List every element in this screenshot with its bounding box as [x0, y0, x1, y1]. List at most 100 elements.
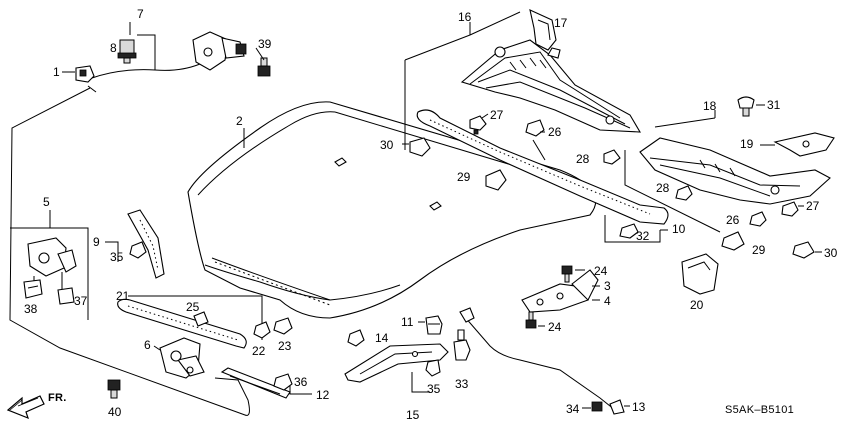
callout-33: 33 — [455, 377, 469, 391]
part-8-grommet — [117, 39, 137, 64]
callout-3: 3 — [604, 279, 611, 293]
part-24-bolt-b — [525, 311, 537, 329]
part-29-clip-b — [721, 231, 745, 251]
callout-29: 29 — [752, 243, 766, 257]
part-28-clip-b — [675, 185, 693, 201]
callout-32: 32 — [636, 229, 650, 243]
part-21-seal — [117, 298, 247, 349]
part-15-bracket — [344, 343, 449, 383]
part-40-bolt — [107, 379, 121, 399]
callout-21: 21 — [116, 289, 130, 303]
part-32-clip — [619, 223, 639, 239]
diagram-code: S5AK–B5101 — [725, 404, 794, 416]
callout-24: 24 — [548, 320, 562, 334]
callout-38: 38 — [24, 302, 38, 316]
group-18-bracket — [624, 117, 721, 233]
callout-1: 1 — [53, 65, 60, 79]
part-13-cable — [459, 307, 625, 415]
callout-4: 4 — [604, 294, 611, 308]
callout-34: 34 — [566, 402, 580, 416]
part-30-clip-b — [792, 241, 815, 259]
callout-28: 28 — [656, 181, 670, 195]
part-38-clip — [23, 279, 43, 299]
callout-10: 10 — [672, 222, 686, 236]
callout-11: 11 — [401, 315, 414, 329]
callout-20: 20 — [690, 298, 704, 312]
group-16-bracket — [404, 11, 521, 150]
part-29-clip-a — [485, 169, 507, 191]
callout-39: 39 — [258, 37, 272, 51]
callout-22: 22 — [252, 344, 266, 358]
part-14-clip — [347, 329, 365, 347]
group-10-bracket — [604, 215, 661, 243]
direction-label: FR. — [48, 392, 67, 404]
part-26-clip-a — [525, 119, 545, 137]
callout-27: 27 — [806, 199, 820, 213]
callout-40: 40 — [108, 405, 122, 419]
part-22-clip — [253, 321, 271, 339]
part-27-clip-a — [469, 115, 487, 135]
callout-2: 2 — [236, 114, 243, 128]
part-35-clip-a — [425, 359, 441, 377]
part-10-seal — [416, 109, 669, 225]
callout-15: 15 — [406, 408, 420, 422]
callout-29: 29 — [457, 170, 471, 184]
callout-28: 28 — [576, 152, 590, 166]
part-28-clip-a — [603, 149, 621, 165]
callout-5: 5 — [43, 195, 50, 209]
part-11-clip — [425, 315, 443, 335]
callout-12: 12 — [316, 388, 330, 402]
part-39-bolt — [257, 57, 271, 77]
part-19-clip — [773, 132, 835, 157]
callout-23: 23 — [278, 339, 292, 353]
callout-35: 35 — [110, 250, 124, 264]
part-12-rod — [220, 367, 291, 399]
part-30-clip-a — [409, 137, 431, 157]
callout-16: 16 — [458, 10, 472, 24]
part-33-clip — [453, 329, 471, 361]
part-37-clip — [57, 287, 75, 305]
part-7-opener-lever — [192, 31, 247, 71]
bracket-line-7 — [137, 34, 156, 70]
callout-19: 19 — [740, 137, 754, 151]
part-18-cowl-lower — [639, 137, 831, 205]
part-35-clip-b — [129, 241, 147, 259]
callout-36: 36 — [294, 375, 308, 389]
callout-27: 27 — [490, 108, 504, 122]
part-24-bolt-a — [561, 265, 573, 283]
part-6-latch — [159, 337, 205, 379]
part-36-clip — [273, 373, 293, 391]
callout-26: 26 — [548, 125, 562, 139]
cable-end — [87, 85, 97, 93]
part-17-clip — [529, 9, 557, 51]
part-20-cover — [681, 253, 719, 295]
callout-8: 8 — [110, 41, 117, 55]
front-direction-arrow-icon — [6, 395, 45, 420]
callout-30: 30 — [824, 246, 838, 260]
callout-7: 7 — [137, 7, 144, 21]
part-3-4-hinge — [521, 269, 599, 313]
callout-9: 9 — [93, 235, 100, 249]
part-23-clip — [273, 317, 293, 335]
group-5-bracket — [10, 227, 89, 320]
callout-26: 26 — [726, 213, 740, 227]
part-16-cowl-upper — [460, 39, 641, 133]
callout-31: 31 — [767, 98, 781, 112]
part-27-clip-b — [781, 201, 799, 217]
part-9-seal — [127, 209, 165, 279]
callout-18: 18 — [703, 99, 717, 113]
callout-14: 14 — [375, 331, 389, 345]
part-25-clip — [193, 311, 209, 327]
callout-6: 6 — [144, 338, 151, 352]
callout-37: 37 — [74, 294, 88, 308]
part-34-nut — [591, 401, 603, 412]
callout-35: 35 — [427, 382, 441, 396]
callout-25: 25 — [186, 300, 200, 314]
part-26-clip-b — [749, 211, 767, 227]
callout-30: 30 — [380, 138, 394, 152]
callout-17: 17 — [554, 16, 568, 30]
callout-13: 13 — [632, 400, 646, 414]
cable-upper — [91, 63, 201, 79]
